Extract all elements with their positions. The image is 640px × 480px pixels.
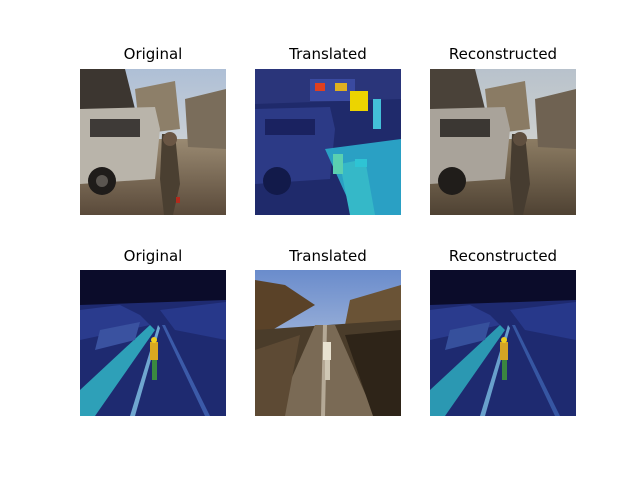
row2-original-title: Original — [123, 247, 183, 265]
row2-translated-image — [255, 270, 401, 416]
row1-reconstructed-title: Reconstructed — [448, 45, 558, 63]
row1-original-title: Original — [123, 45, 183, 63]
row1-translated-image — [255, 69, 401, 215]
row2-translated-title: Translated — [289, 247, 367, 265]
row2-reconstructed-image — [430, 270, 576, 416]
row1-original-image — [80, 69, 226, 215]
row1-translated-title: Translated — [289, 45, 367, 63]
row1-reconstructed-image — [430, 69, 576, 215]
row2-original-image — [80, 270, 226, 416]
row2-reconstructed-title: Reconstructed — [448, 247, 558, 265]
